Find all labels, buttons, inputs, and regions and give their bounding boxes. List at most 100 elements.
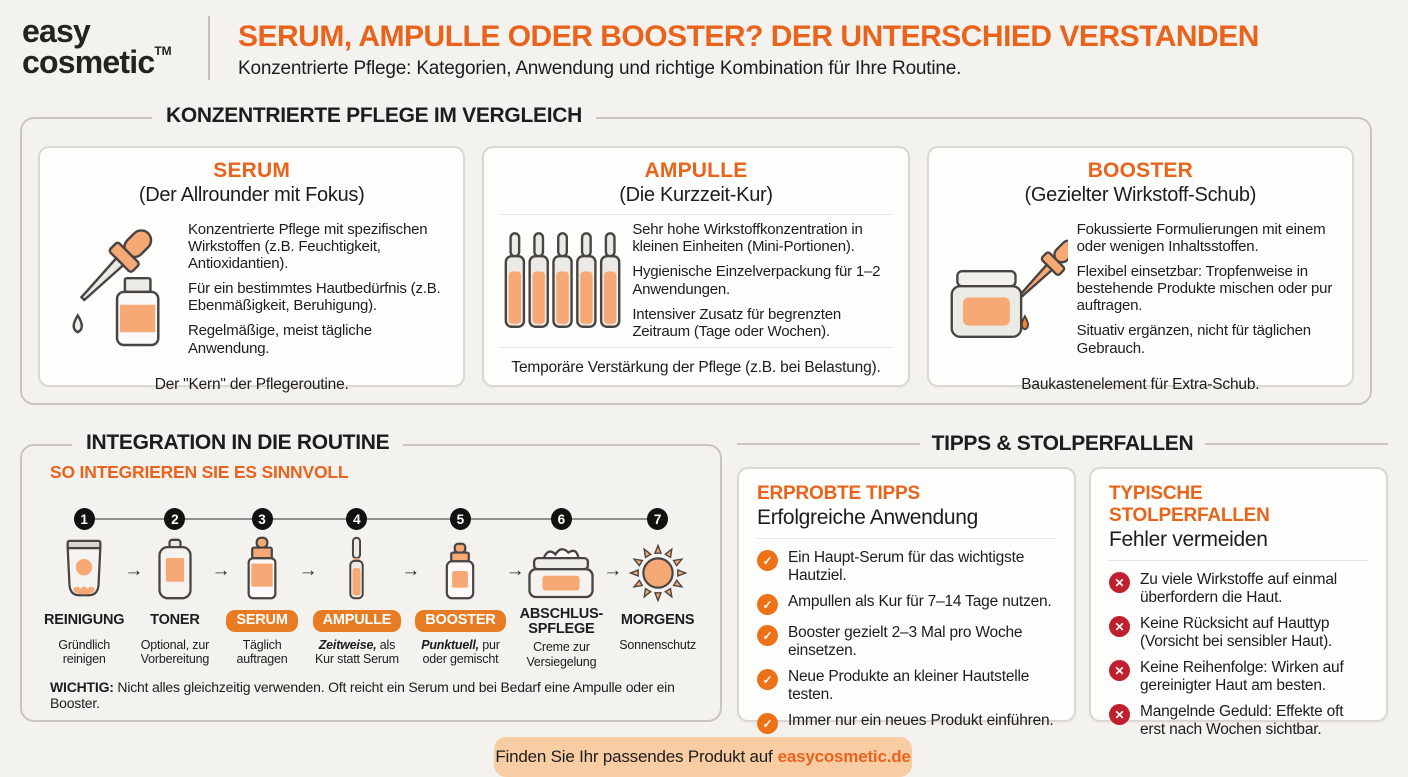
- pitfall-item: ✕ Zu viele Wirkstoffe auf einmal überfor…: [1109, 571, 1368, 606]
- note-text: Nicht alles gleichzeitig verwenden. Oft …: [50, 679, 675, 711]
- serum-card-subtitle: (Der Allrounder mit Fokus): [40, 184, 463, 207]
- pitfalls-card-subtitle: Fehler vermeiden: [1109, 528, 1368, 552]
- step-serum: 3 SERUM Täglich auftragen: [225, 508, 298, 669]
- arrow-right-icon: →: [299, 560, 313, 669]
- page-title: SERUM, AMPULLE ODER BOOSTER? DER UNTERSC…: [238, 22, 1388, 52]
- step-label: AMPULLE: [313, 610, 402, 632]
- trademark-symbol: TM: [154, 44, 171, 58]
- easycosmetic-logo: easy cosmeticTM: [22, 16, 172, 78]
- step-number: 1: [74, 508, 95, 530]
- step-label: SERUM: [226, 610, 297, 632]
- step-number: 6: [551, 508, 572, 530]
- step-desc: Sonnenschutz: [617, 638, 698, 652]
- ampulle-point-1: Sehr hohe Wirkstoffkonzentration in klei…: [632, 221, 891, 255]
- cross-icon: ✕: [1109, 616, 1130, 637]
- logo-line2: cosmeticTM: [22, 46, 172, 77]
- ampulle-card-title: AMPULLE: [484, 159, 907, 183]
- check-icon: ✓: [757, 713, 778, 734]
- step-desc: Zeitweise, als Kur statt Serum: [313, 638, 402, 666]
- step-toner: 2 TONER Optional, zur Vorbereitung: [138, 508, 211, 669]
- tips-section-title: TIPPS & STOLPERFALLEN: [932, 432, 1194, 456]
- step-label: BOOSTER: [415, 610, 505, 632]
- tip-item: ✓ Immer nur ein neues Produkt einführen.: [757, 712, 1056, 734]
- comparison-cards-row: SERUM (Der Allrounder mit Fokus): [38, 146, 1354, 387]
- comparison-section-title: KONZENTRIERTE PFLEGE IM VERGLEICH: [152, 104, 596, 128]
- check-icon: ✓: [757, 594, 778, 615]
- step-abschlusspflege: 6 ABSCHLUS- SPFLEGE Creme zur Versiegelu…: [520, 508, 604, 669]
- divider: [737, 443, 920, 445]
- tip-item: ✓ Neue Produkte an kleiner Hautstelle te…: [757, 668, 1056, 703]
- cleanser-tube-icon: [44, 534, 124, 600]
- ampulle-point-2: Hygienische Einzelverpackung für 1–2 Anw…: [632, 263, 891, 297]
- step-booster: 5 BOOSTER Punktuell, pur oder gemischt: [415, 508, 505, 669]
- tips-card: ERPROBTE TIPPS Erfolgreiche Anwendung ✓ …: [737, 467, 1076, 722]
- pitfalls-card-title: TYPISCHE STOLPERFALLEN: [1109, 483, 1368, 527]
- ampoules-icon: [500, 231, 626, 331]
- toner-bottle-icon: [138, 534, 211, 600]
- step-morgens: 7 MORGENS Sonnenschutz: [617, 508, 698, 669]
- arrow-right-icon: →: [506, 560, 520, 669]
- footer-text: Finden Sie Ihr passendes Produkt auf: [495, 747, 772, 767]
- arrow-right-icon: →: [211, 560, 225, 669]
- routine-section: INTEGRATION IN DIE ROUTINE SO INTEGRIERE…: [20, 444, 722, 722]
- header: SERUM, AMPULLE ODER BOOSTER? DER UNTERSC…: [238, 22, 1388, 80]
- step-number: 7: [647, 508, 668, 530]
- step-desc: Täglich auftragen: [225, 638, 298, 666]
- check-icon: ✓: [757, 550, 778, 571]
- ampulle-point-3: Intensiver Zusatz für begrenzten Zeitrau…: [632, 306, 891, 340]
- footer-link[interactable]: easycosmetic.de: [778, 747, 911, 767]
- check-icon: ✓: [757, 669, 778, 690]
- booster-card-points: Fokussierte Formulierungen mit einem ode…: [1071, 221, 1336, 357]
- booster-card-title: BOOSTER: [929, 159, 1352, 183]
- booster-card-footer: Baukastenelement für Extra-Schub.: [929, 371, 1352, 394]
- step-label: ABSCHLUS- SPFLEGE: [520, 607, 604, 637]
- ampoule-icon: [313, 534, 402, 600]
- step-number: 5: [450, 508, 471, 530]
- cream-jar-icon: [520, 534, 604, 600]
- routine-section-title: INTEGRATION IN DIE ROUTINE: [72, 431, 403, 455]
- ampulle-card-subtitle: (Die Kurzzeit-Kur): [484, 184, 907, 207]
- footer-banner: Finden Sie Ihr passendes Produkt auf eas…: [494, 737, 912, 777]
- booster-point-3: Situativ ergänzen, nicht für täglichen G…: [1077, 322, 1336, 356]
- tip-item: ✓ Booster gezielt 2–3 Mal pro Woche eins…: [757, 624, 1056, 659]
- routine-important-note: WICHTIG: Nicht alles gleichzeitig verwen…: [50, 679, 700, 711]
- pitfall-item: ✕ Mangelnde Geduld: Effekte oft erst nac…: [1109, 703, 1368, 738]
- booster-jar-dropper-icon: [945, 237, 1071, 341]
- serum-point-2: Für ein bestimmtes Hautbedürfnis (z.B. E…: [188, 280, 447, 314]
- tips-card-title: ERPROBTE TIPPS: [757, 483, 1056, 505]
- cross-icon: ✕: [1109, 704, 1130, 725]
- serum-dropper-bottle-icon: [56, 229, 182, 349]
- ampulle-card-footer: Temporäre Verstärkung der Pflege (z.B. b…: [484, 354, 907, 377]
- serum-card-footer: Der "Kern" der Pflegeroutine.: [40, 371, 463, 394]
- serum-point-1: Konzentrierte Pflege mit spezifischen Wi…: [188, 221, 447, 272]
- ampulle-card: AMPULLE (Die Kurzzeit-Kur): [482, 146, 909, 387]
- step-desc: Punktuell, pur oder gemischt: [415, 638, 505, 666]
- note-label: WICHTIG:: [50, 679, 114, 695]
- step-number: 2: [164, 508, 185, 530]
- booster-point-1: Fokussierte Formulierungen mit einem ode…: [1077, 221, 1336, 255]
- tips-section-header: TIPPS & STOLPERFALLEN: [737, 432, 1388, 456]
- step-label: MORGENS: [621, 613, 695, 628]
- step-desc: Optional, zur Vorbereitung: [138, 638, 211, 666]
- logo-line1: easy: [22, 16, 172, 46]
- step-number: 4: [346, 508, 367, 530]
- header-divider: [208, 16, 210, 80]
- comparison-section: KONZENTRIERTE PFLEGE IM VERGLEICH SERUM …: [20, 117, 1372, 405]
- arrow-right-icon: →: [603, 560, 617, 669]
- step-ampulle: 4 AMPULLE Zeitweise, als Kur statt Serum: [313, 508, 402, 669]
- serum-card-points: Konzentrierte Pflege mit spezifischen Wi…: [182, 221, 447, 357]
- check-icon: ✓: [757, 625, 778, 646]
- sun-icon: [617, 538, 698, 604]
- page-subtitle: Konzentrierte Pflege: Kategorien, Anwend…: [238, 58, 1388, 80]
- step-reinigung: 1 REINIGUNG Gründlich reinigen: [44, 508, 124, 669]
- step-number: 3: [252, 508, 273, 530]
- serum-bottle-icon: [225, 534, 298, 600]
- pitfall-item: ✕ Keine Rücksicht auf Hauttyp (Vorsicht …: [1109, 615, 1368, 650]
- ampulle-card-points: Sehr hohe Wirkstoffkonzentration in klei…: [626, 221, 891, 340]
- cross-icon: ✕: [1109, 572, 1130, 593]
- tip-item: ✓ Ein Haupt-Serum für das wichtigste Hau…: [757, 549, 1056, 584]
- routine-steps: 1 REINIGUNG Gründlich reinigen → 2: [44, 508, 698, 669]
- serum-card-title: SERUM: [40, 159, 463, 183]
- booster-bottle-icon: [415, 534, 505, 600]
- cross-icon: ✕: [1109, 660, 1130, 681]
